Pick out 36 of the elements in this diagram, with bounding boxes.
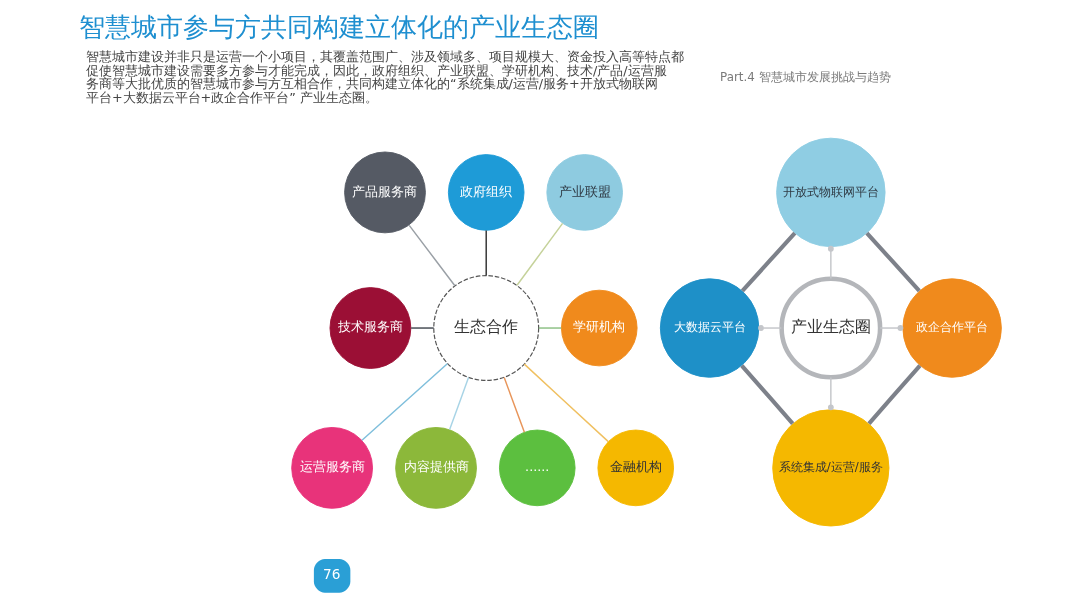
connector	[740, 364, 795, 425]
connector	[827, 376, 834, 411]
node-circle: 产品服务商	[344, 151, 426, 234]
node-circle: 政企合作平台	[902, 278, 1002, 378]
connector	[523, 363, 610, 443]
node-circle: ......	[498, 429, 576, 507]
node-circle: 大数据云平台	[659, 278, 760, 378]
connector	[516, 222, 564, 286]
node-circle: 生态合作	[433, 275, 540, 382]
label: 智慧城市建设并非只是运营一个小项目，其覆盖范围广、涉及领域多、项目规模大、资金投入高等特点都促使智慧城市建设需要多方参与才能完成，因此，政府组织、产业联盟、学研机构、技术/产品/运营服务商等大批优质的智慧城市参与方互相合作，共同构建立体化的“系统集成/运营/服务+开放式物联网平台+大数据云平台+政企合作平台” 产业生态圈。	[85, 49, 684, 106]
connector	[408, 224, 456, 287]
connector	[740, 231, 797, 293]
connector	[538, 327, 562, 329]
node-circle: 金融机构	[597, 429, 675, 507]
diagram-title: 智慧城市参与方共同构建立体化的产业生态圈	[79, 11, 600, 42]
label: 76	[323, 566, 341, 583]
label: Part.4 智慧城市发展挑战与趋势	[720, 70, 891, 85]
node-circle: 学研机构	[560, 289, 638, 367]
node-circle: 政府组织	[447, 154, 525, 231]
connector	[361, 363, 449, 441]
connector	[865, 231, 921, 293]
node-circle: 产业联盟	[546, 154, 623, 231]
connector	[827, 245, 834, 280]
connector	[758, 325, 783, 331]
node-circle: 技术服务商	[329, 287, 412, 369]
node-circle: 运营服务商	[291, 427, 373, 509]
connector	[485, 229, 487, 277]
connector	[448, 376, 470, 431]
connector	[410, 327, 435, 329]
connector	[503, 376, 526, 433]
node-circle: 开放式物联网平台	[776, 137, 886, 248]
node-circle: 产业生态圈	[779, 276, 883, 380]
node-circle: 系统集成/运营/服务	[772, 409, 890, 527]
connector	[879, 325, 904, 331]
node-circle: 内容提供商	[395, 427, 477, 509]
connector	[867, 364, 922, 425]
